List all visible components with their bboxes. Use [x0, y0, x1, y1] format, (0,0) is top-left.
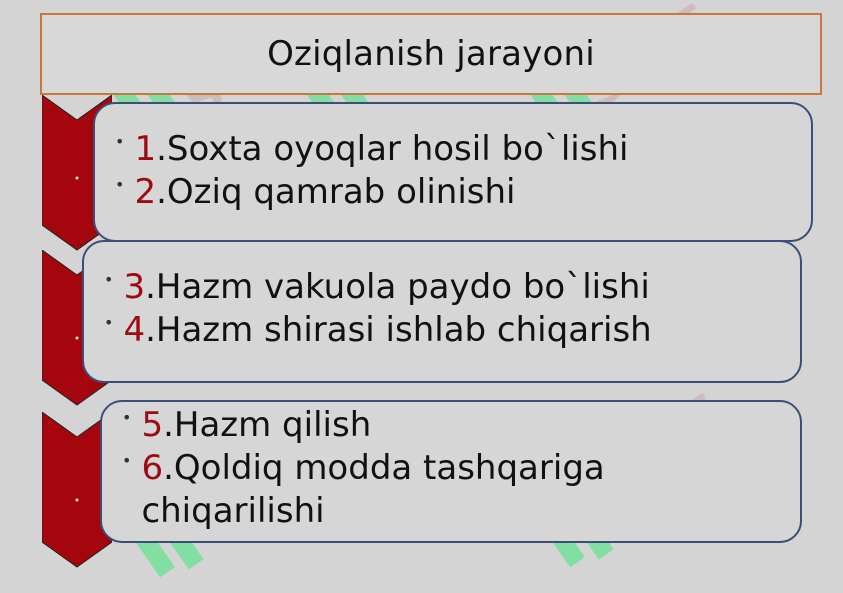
page-title: Oziqlanish jarayoni [267, 34, 595, 74]
step-text: .Hazm shirasi ishlab chiqarish [145, 310, 652, 350]
step-text: .Soxta oyoqlar hosil bo`lishi [156, 129, 629, 169]
list-item: • 3.Hazm vakuola paydo bo`lishi [104, 267, 650, 307]
list-item: • 1.Soxta oyoqlar hosil bo`lishi [115, 129, 629, 169]
list-item: • 6.Qoldiq modda tashqariga chiqarilishi [122, 448, 605, 531]
list-item: • 5.Hazm qilish [122, 405, 372, 445]
step-card-2: • 3.Hazm vakuola paydo bo`lishi • 4.Hazm… [82, 240, 802, 383]
step-number: 4 [123, 310, 146, 350]
step-number: 6 [141, 448, 164, 488]
step-number: 2 [134, 172, 157, 212]
step-number: 5 [141, 405, 164, 445]
step-card-3: • 5.Hazm qilish • 6.Qoldiq modda tashqar… [100, 400, 802, 543]
title-box: Oziqlanish jarayoni [40, 13, 822, 95]
step-card-1: • 1.Soxta oyoqlar hosil bo`lishi • 2.Ozi… [93, 102, 813, 242]
step-text: .Hazm vakuola paydo bo`lishi [145, 267, 650, 307]
step-text: .Qoldiq modda tashqariga chiqarilishi [141, 448, 605, 531]
step-number: 3 [123, 267, 146, 307]
step-number: 1 [134, 129, 157, 169]
list-item: • 2.Oziq qamrab olinishi [115, 172, 516, 212]
list-item: • 4.Hazm shirasi ishlab chiqarish [104, 310, 652, 350]
chevron-3 [42, 412, 112, 568]
step-text: .Oziq qamrab olinishi [156, 172, 516, 212]
step-text: .Hazm qilish [163, 405, 372, 445]
